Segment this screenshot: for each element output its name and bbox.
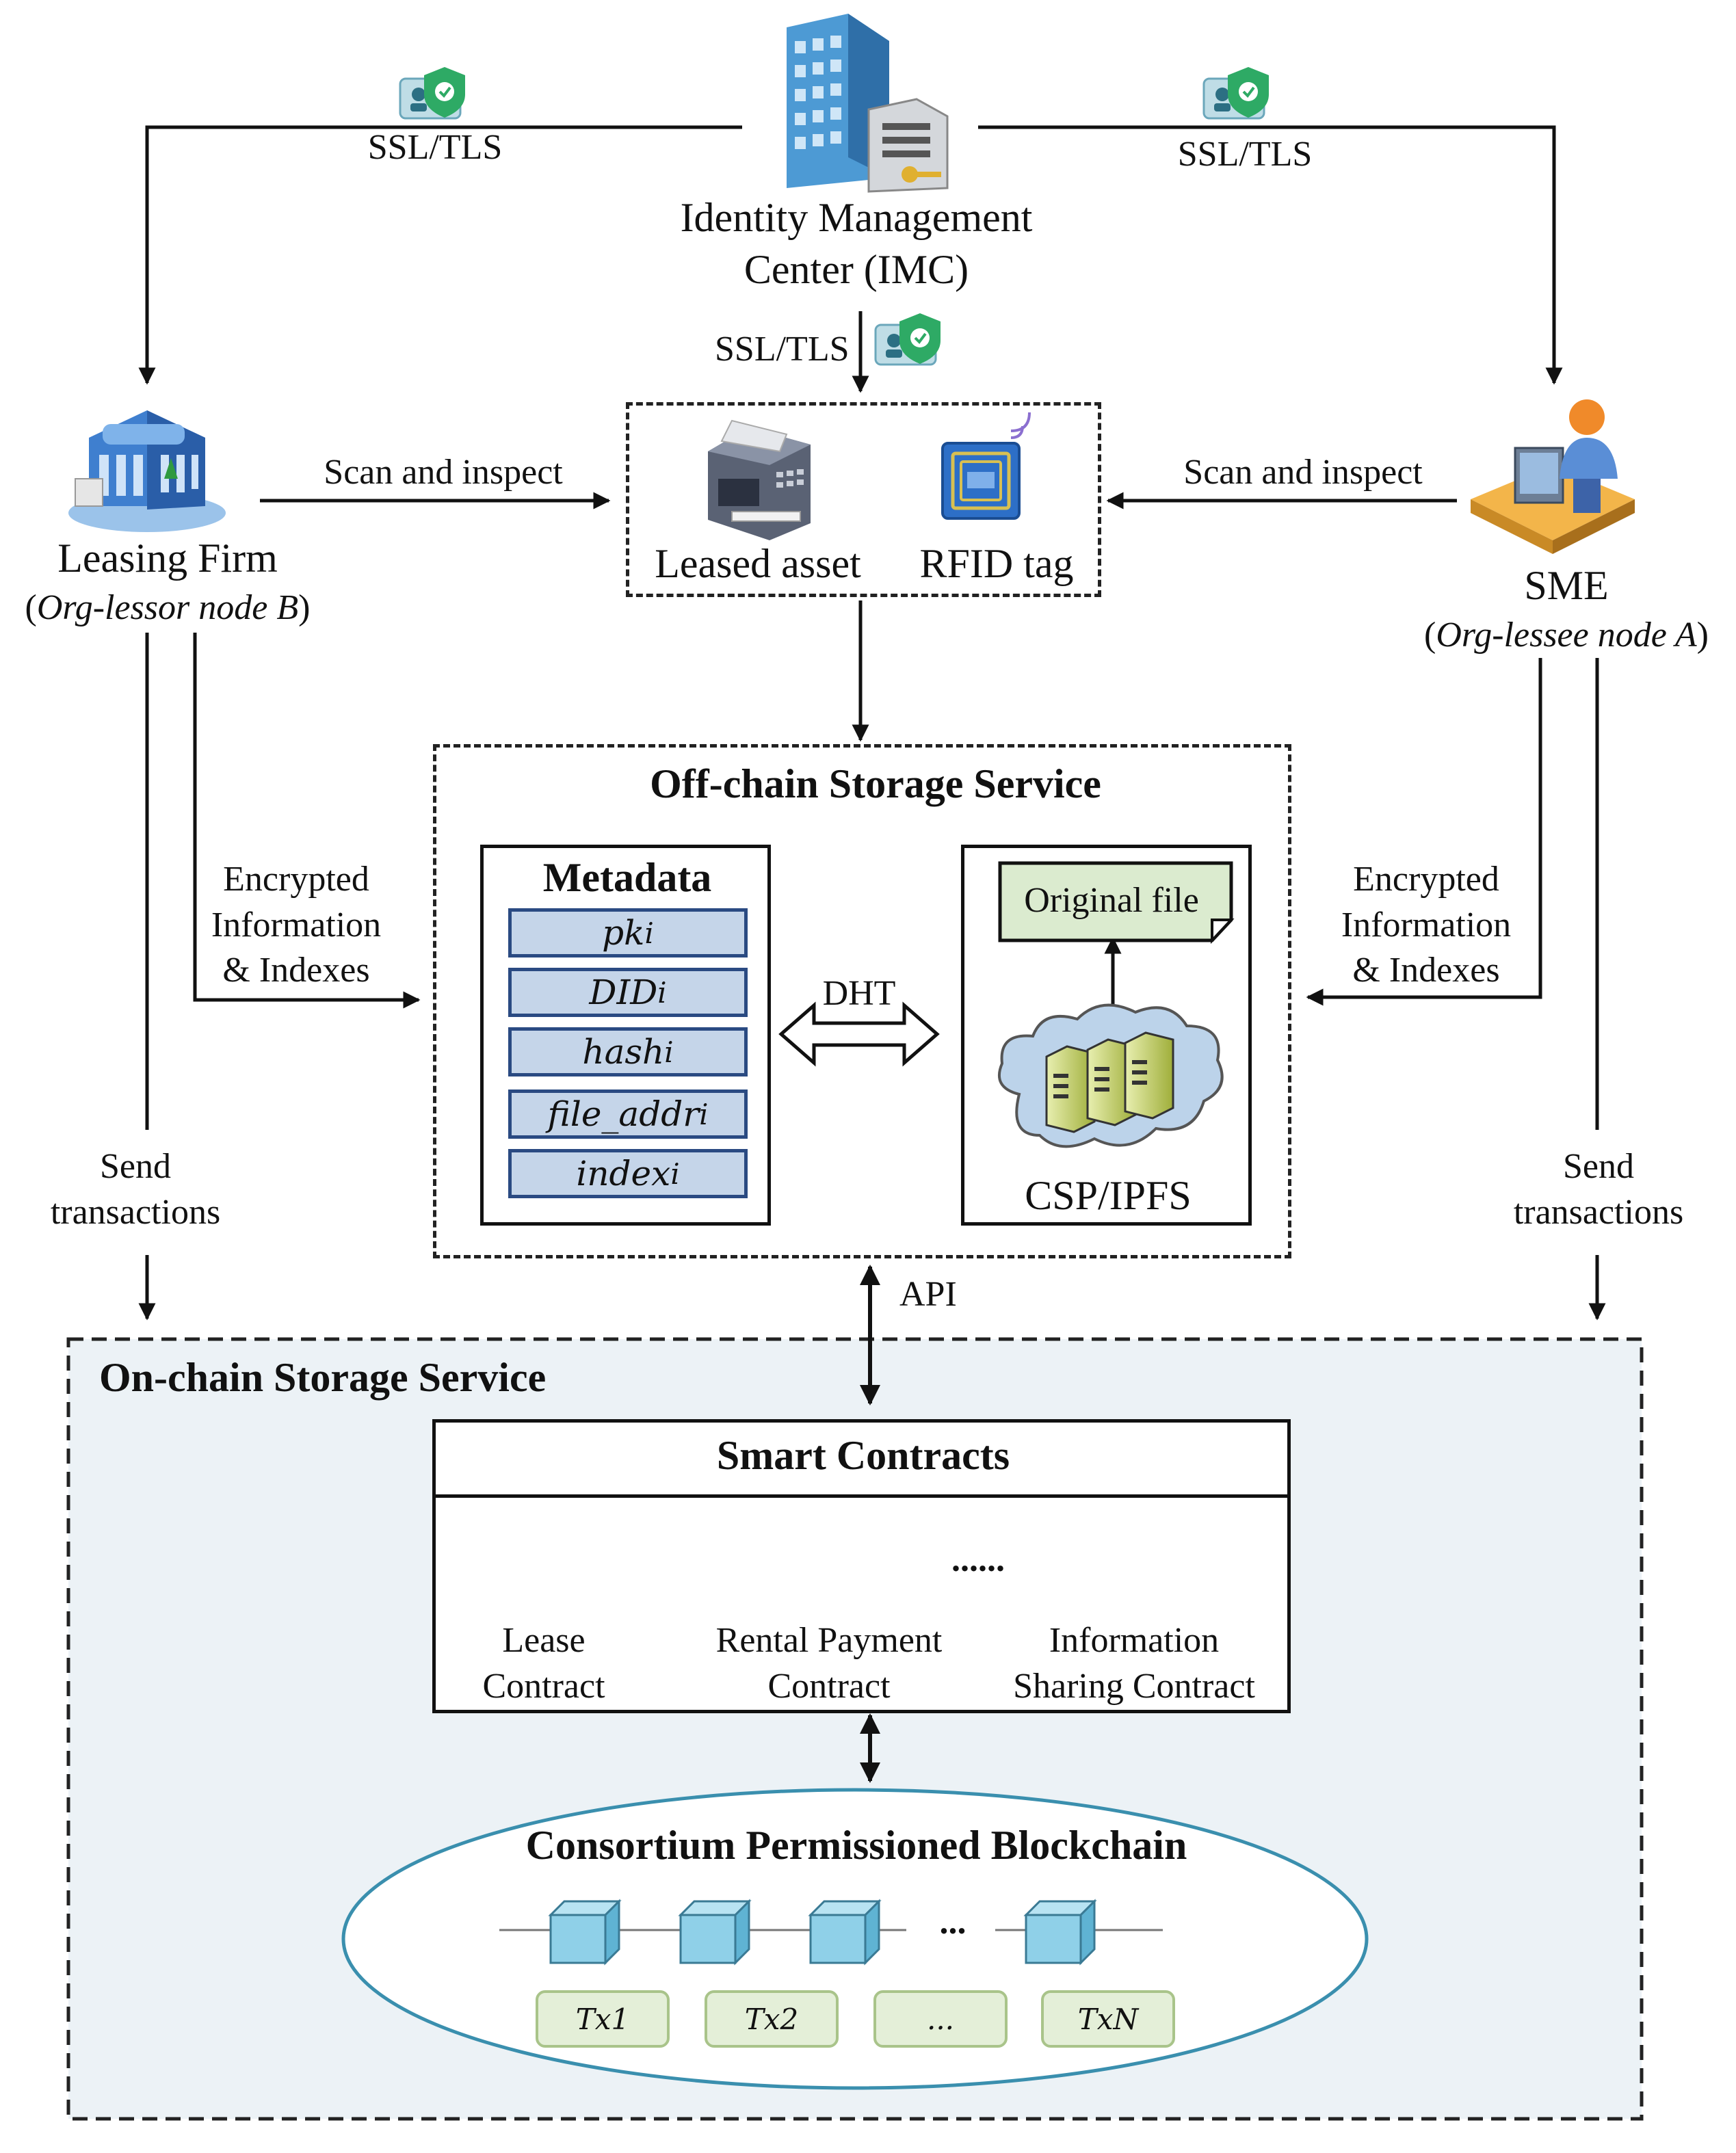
tx-box-1: Tx1: [536, 1990, 670, 2048]
onchain-title: On-chain Storage Service: [99, 1355, 547, 1400]
imc-to-leasing-arrow: [138, 125, 742, 385]
ssl-tls-label-right: SSL/TLS: [1177, 135, 1313, 174]
encrypted-right-line1: Encrypted: [1353, 860, 1499, 899]
scan-inspect-left: Scan and inspect: [324, 453, 563, 492]
original-file-label: Original file: [1024, 881, 1199, 920]
csp-ipfs-label: CSP/IPFS: [1025, 1173, 1192, 1218]
encrypted-right-line3: & Indexes: [1352, 951, 1500, 990]
encrypted-right-line2: Information: [1341, 906, 1512, 945]
imc-to-sme-arrow: [978, 125, 1563, 385]
sme-role: (Org-lessee node A): [1424, 616, 1709, 655]
lease-contract-line2: Contract: [482, 1667, 605, 1706]
csp-box: [961, 845, 1252, 1226]
block-cube-2: [678, 1899, 752, 1966]
cloud-server-icon: [998, 1003, 1224, 1148]
encrypted-left-line3: & Indexes: [222, 951, 370, 990]
ssl-tls-label-center: SSL/TLS: [715, 330, 850, 369]
dht-label: DHT: [822, 974, 896, 1013]
certificate-icon-center: [874, 313, 941, 366]
block-cube-n: [1023, 1899, 1097, 1966]
encrypted-left-arrow: [193, 633, 421, 1009]
chain-ellipsis: ...: [939, 1903, 966, 1942]
smart-contracts-divider: [432, 1494, 1291, 1498]
leasing-firm-name: Leasing Firm: [57, 536, 278, 581]
send-left-line1: Send: [100, 1147, 171, 1186]
send-left-line2: transactions: [50, 1193, 221, 1232]
offchain-title: Off-chain Storage Service: [650, 761, 1101, 806]
tx-box-2: Tx2: [705, 1990, 839, 2048]
sharing-contract-line1: Information: [1049, 1621, 1220, 1660]
certificate-icon-right: [1202, 67, 1269, 120]
encrypted-left-line2: Information: [211, 906, 382, 945]
offchain-region: [433, 744, 1291, 1258]
rfid-tag-icon: [941, 412, 1031, 520]
send-right-line2: transactions: [1513, 1193, 1684, 1232]
block-cube-1: [548, 1899, 622, 1966]
imc-label-line2: Center (IMC): [744, 247, 969, 292]
block-cube-3: [808, 1899, 882, 1966]
encrypted-right-arrow: [1306, 658, 1542, 1006]
tx-box-ellipsis: ...: [873, 1990, 1008, 2048]
api-label: API: [899, 1275, 957, 1314]
certificate-icon-left: [399, 67, 465, 120]
ssl-tls-label-left: SSL/TLS: [367, 128, 503, 167]
dht-arrow: [778, 1001, 940, 1067]
leasing-firm-role: (Org-lessor node B): [25, 588, 311, 627]
rfid-tag-label: RFID tag: [919, 541, 1074, 586]
user-at-computer-icon: [1471, 399, 1635, 554]
smart-contracts-title: Smart Contracts: [716, 1433, 1010, 1478]
building-icon: [787, 14, 949, 193]
imc-label-line1: Identity Management: [680, 195, 1033, 240]
send-right-line1: Send: [1563, 1147, 1634, 1186]
rental-contract-line2: Contract: [767, 1667, 891, 1706]
asset-box: [626, 402, 1101, 597]
sharing-contract-line2: Sharing Contract: [1013, 1667, 1255, 1706]
printer-icon: [708, 419, 811, 540]
contracts-ellipsis: ......: [951, 1540, 1005, 1579]
metadata-title: Metadata: [542, 855, 712, 900]
scan-inspect-right: Scan and inspect: [1183, 453, 1423, 492]
encrypted-left-line1: Encrypted: [223, 860, 369, 899]
office-building-icon: [68, 410, 226, 532]
sme-name: SME: [1524, 563, 1609, 608]
lease-contract-line1: Lease: [502, 1621, 586, 1660]
rental-contract-line1: Rental Payment: [715, 1621, 943, 1660]
blockchain-title: Consortium Permissioned Blockchain: [525, 1823, 1187, 1868]
leased-asset-label: Leased asset: [655, 541, 861, 586]
tx-box-n: TxN: [1041, 1990, 1175, 2048]
smart-contracts-box: [432, 1419, 1291, 1713]
